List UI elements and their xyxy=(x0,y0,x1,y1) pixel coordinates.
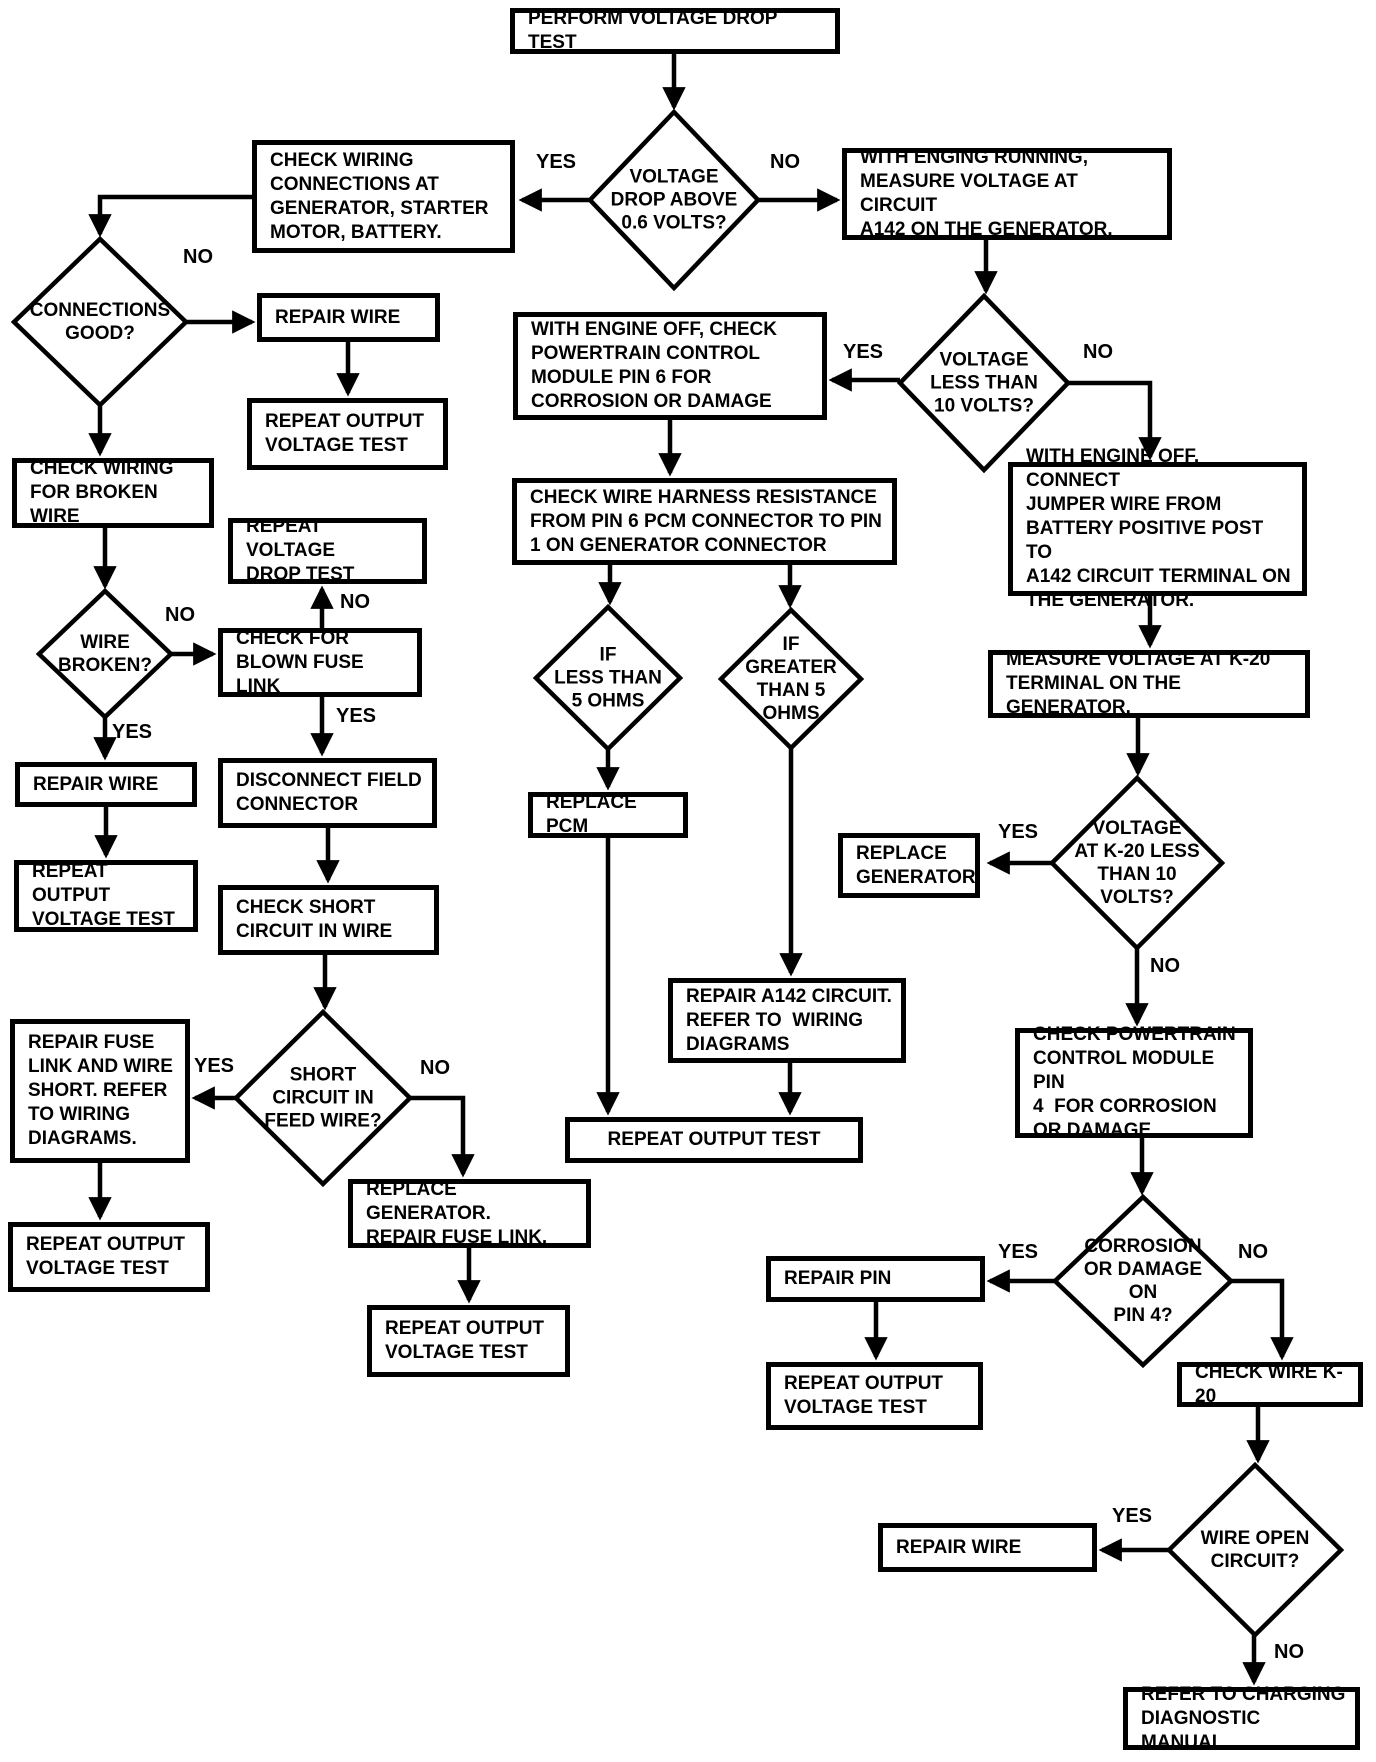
decision-shape-voltage-drop xyxy=(586,108,762,292)
edge-label-blown-fuse-yes: YES xyxy=(336,705,377,727)
edge-label-blown-fuse-no: NO xyxy=(340,591,370,613)
edge-label-voltage-less-yes: YES xyxy=(843,341,884,363)
node-repeat-output-voltage-bottom-left: REPEAT OUTPUT VOLTAGE TEST xyxy=(8,1222,210,1292)
edge-voltage-less-no xyxy=(1068,380,1162,461)
decision-shape-connections-good xyxy=(10,235,190,409)
node-repeat-output-voltage-right: REPEAT OUTPUT VOLTAGE TEST xyxy=(766,1362,983,1430)
node-repair-pin: REPAIR PIN xyxy=(766,1256,985,1302)
edge-label-wire-broken-yes: YES xyxy=(112,721,153,743)
node-disconnect-field-connector: DISCONNECT FIELD CONNECTOR xyxy=(218,758,437,828)
node-repeat-output-test: REPEAT OUTPUT TEST xyxy=(565,1117,863,1163)
edge-label-connections-no: NO xyxy=(183,246,213,268)
edge-corrosion-no xyxy=(1231,1278,1294,1361)
edge-label-voltage-drop-no: NO xyxy=(770,151,800,173)
decision-wire-open-label: WIRE OPEN CIRCUIT? xyxy=(1200,1528,1310,1572)
decision-if-greater-5-label: IF GREATER THAN 5 OHMS xyxy=(745,634,837,724)
edge-label-voltage-drop-yes: YES xyxy=(536,151,577,173)
node-repair-fuse-link-wire-short: REPAIR FUSE LINK AND WIRE SHORT. REFER T… xyxy=(10,1019,190,1163)
edge-label-wire-broken-no: NO xyxy=(165,604,195,626)
node-repeat-output-voltage-top: REPEAT OUTPUT VOLTAGE TEST xyxy=(247,398,448,470)
decision-if-less-5-label: IF LESS THAN 5 OHMS xyxy=(554,644,662,712)
decision-short-feed-label: SHORT CIRCUIT IN FEED WIRE? xyxy=(264,1064,382,1132)
edge-label-wire-open-yes: YES xyxy=(1112,1505,1153,1527)
node-engine-running-measure-a142: WITH ENGING RUNNING, MEASURE VOLTAGE AT … xyxy=(842,147,1172,240)
node-repeat-output-voltage-left: REPEAT OUTPUT VOLTAGE TEST xyxy=(14,860,198,932)
node-check-wire-k20: CHECK WIRE K-20 xyxy=(1177,1362,1363,1407)
decision-shape-wire-broken xyxy=(35,587,175,721)
decision-shape-voltage-less-10 xyxy=(896,292,1072,474)
node-check-blown-fuse-link: CHECK FOR BLOWN FUSE LINK xyxy=(218,628,422,697)
node-check-wire-harness-resistance: CHECK WIRE HARNESS RESISTANCE FROM PIN 6… xyxy=(512,478,897,565)
decision-shape-corrosion-pin4 xyxy=(1051,1193,1235,1369)
edge-label-k20-less-no: NO xyxy=(1150,955,1180,977)
decision-corrosion-pin4-label: CORROSION OR DAMAGE ON PIN 4? xyxy=(1083,1236,1203,1326)
node-jumper-wire-battery-a142: WITH ENGINE OFF, CONNECT JUMPER WIRE FRO… xyxy=(1008,446,1307,611)
node-perform-voltage-drop-test: PERFORM VOLTAGE DROP TEST xyxy=(510,8,840,54)
edge-short-feed-no xyxy=(410,1095,475,1178)
decision-connections-good-label: CONNECTIONS GOOD? xyxy=(29,300,171,344)
decision-shape-if-less-5 xyxy=(532,603,684,753)
node-check-wiring-broken: CHECK WIRING FOR BROKEN WIRE xyxy=(12,458,214,528)
decision-voltage-less-10-label: VOLTAGE LESS THAN 10 VOLTS? xyxy=(930,349,1038,417)
node-repeat-voltage-drop-test: REPEAT VOLTAGE DROP TEST xyxy=(228,516,427,585)
decision-shape-wire-open xyxy=(1165,1461,1345,1639)
node-repeat-output-voltage-mid: REPEAT OUTPUT VOLTAGE TEST xyxy=(367,1305,570,1377)
edge-label-voltage-less-no: NO xyxy=(1083,341,1113,363)
node-repair-wire-top: REPAIR WIRE xyxy=(257,293,440,342)
node-repair-wire-left: REPAIR WIRE xyxy=(15,762,197,807)
node-check-pcm-pin4: CHECK POWERTRAIN CONTROL MODULE PIN 4 FO… xyxy=(1015,1024,1253,1141)
decision-shape-voltage-k20 xyxy=(1048,774,1226,952)
node-check-wiring-connections: CHECK WIRING CONNECTIONS AT GENERATOR, S… xyxy=(252,140,515,253)
node-refer-charging-manual: REFER TO CHARGING DIAGNOSTIC MANUAL xyxy=(1123,1684,1360,1753)
node-repair-a142-circuit: REPAIR A142 CIRCUIT. REFER TO WIRING DIA… xyxy=(668,978,906,1063)
decision-voltage-k20-label: VOLTAGE AT K-20 LESS THAN 10 VOLTS? xyxy=(1074,818,1200,908)
edge-label-short-feed-no: NO xyxy=(420,1057,450,1079)
node-replace-generator: REPLACE GENERATOR xyxy=(838,833,980,898)
decision-voltage-drop-label: VOLTAGE DROP ABOVE 0.6 VOLTS? xyxy=(610,166,738,234)
node-measure-voltage-k20: MEASURE VOLTAGE AT K-20 TERMINAL ON THE … xyxy=(988,649,1310,718)
decision-wire-broken-label: WIRE BROKEN? xyxy=(58,632,152,676)
edge-label-k20-less-yes: YES xyxy=(998,821,1039,843)
edge-label-corrosion-no: NO xyxy=(1238,1241,1268,1263)
decision-shape-short-feed xyxy=(232,1008,414,1188)
edge-connections-entry xyxy=(88,194,252,238)
edge-label-wire-open-no: NO xyxy=(1274,1641,1304,1663)
node-repair-wire-bottom: REPAIR WIRE xyxy=(878,1523,1097,1572)
decision-shape-if-greater-5 xyxy=(717,606,865,752)
node-check-pcm-pin6: WITH ENGINE OFF, CHECK POWERTRAIN CONTRO… xyxy=(513,312,827,420)
node-check-short-circuit: CHECK SHORT CIRCUIT IN WIRE xyxy=(218,885,439,955)
edge-label-short-feed-yes: YES xyxy=(194,1055,235,1077)
node-replace-generator-repair-fuse: REPLACE GENERATOR. REPAIR FUSE LINK. xyxy=(348,1179,591,1248)
node-replace-pcm: REPLACE PCM xyxy=(528,792,688,838)
edge-label-corrosion-yes: YES xyxy=(998,1241,1039,1263)
